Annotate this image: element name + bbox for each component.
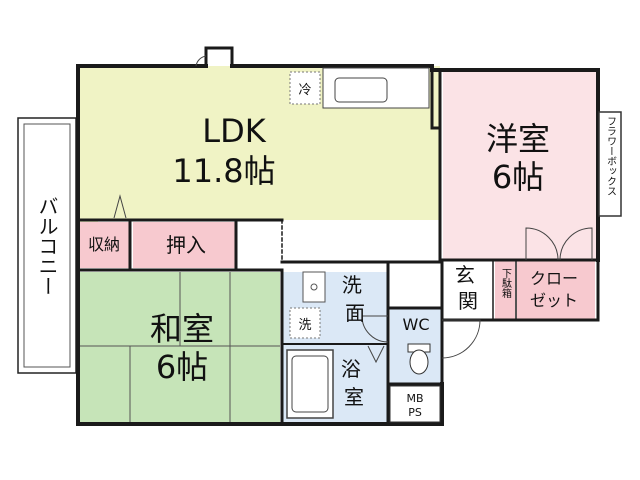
ldk-name: LDK [202,112,266,150]
closet-area [517,260,595,320]
mbps-label-2: PS [408,406,422,419]
western-room-size: 6帖 [492,158,544,196]
shoebox-label: 下駄箱 [500,268,512,299]
western-room-area [443,70,598,260]
storage-area [78,222,130,268]
kitchen-counter [322,67,430,109]
japanese-room-name: 和室 [150,310,214,348]
fridge-icon: 冷 [289,71,321,105]
balcony-label: バルコニー [35,196,59,296]
toilet-icon [407,343,431,375]
flower-box: フラワーボックス [598,111,622,217]
entrance-label: 玄 関 [455,263,481,313]
japanese-room-size: 6帖 [156,348,208,386]
oshiire-area [133,222,236,268]
mbps-area [389,385,441,423]
balcony: バルコニー [17,117,77,374]
shoebox-area [495,260,515,320]
storage-label: 収納 [88,235,120,254]
washroom-char-1: 洗 [342,273,362,297]
mbps-label-1: MB [406,392,423,405]
closet-label-1: クロー [530,269,578,288]
ldk-size: 11.8帖 [172,152,275,190]
entrance-char-2: 関 [458,289,478,313]
washroom-label: 洗 面 [342,273,368,325]
entrance-char-1: 玄 [455,263,475,287]
doors [113,46,593,364]
entrance-area [445,260,493,320]
tatami-lines [80,272,280,422]
bathroom-char-1: 浴 [341,357,361,381]
bathroom-char-2: 室 [344,385,364,409]
fridge-label: 冷 [298,83,311,98]
bathtub-icon [286,349,334,419]
washroom-char-2: 面 [345,301,365,325]
wc-label: WC [403,315,430,334]
oshiire-label: 押入 [166,233,206,257]
japanese-room-area [78,272,280,422]
washer-label: 洗 [298,318,311,333]
wash-basin-icon [302,271,326,303]
closet-label-2: ゼット [530,291,578,310]
washer-icon: 洗 [289,307,321,339]
walls [76,64,600,426]
bathroom-label: 浴 室 [341,357,367,409]
flower-box-label: フラワーボックス [605,116,617,196]
western-room-name: 洋室 [486,120,550,158]
